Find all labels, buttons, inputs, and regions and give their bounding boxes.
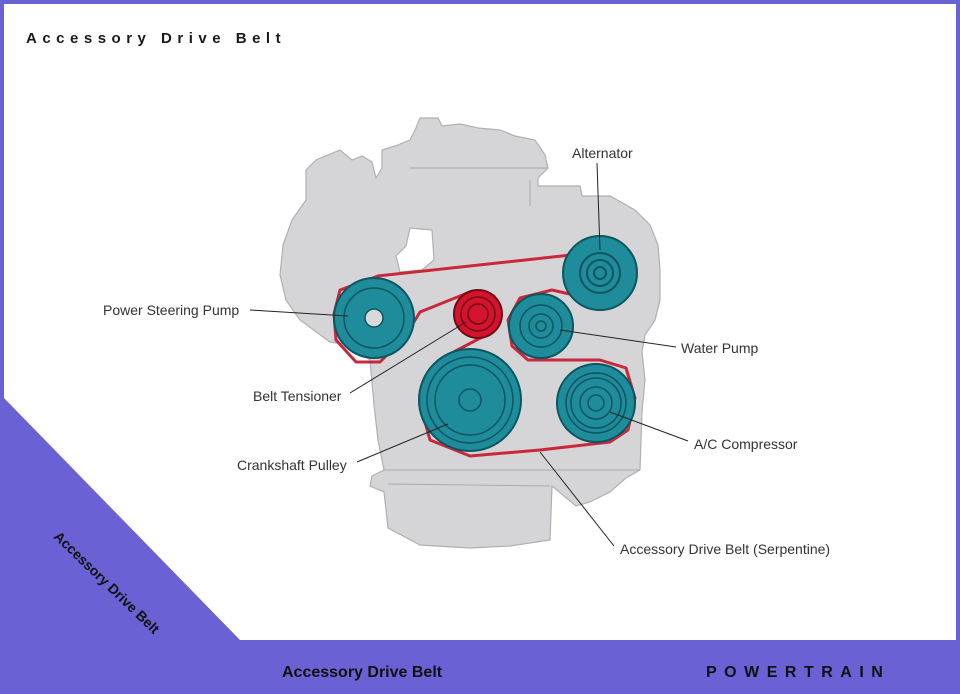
footer-title: Accessory Drive Belt — [282, 664, 443, 681]
label-water-pump: Water Pump — [681, 340, 759, 356]
belt-tensioner-pulley — [453, 289, 503, 339]
label-ac-compressor: A/C Compressor — [694, 436, 798, 452]
ac-compressor-pulley — [556, 363, 636, 443]
crankshaft-pulley — [418, 348, 522, 452]
footer-brand: POWERTRAIN — [706, 664, 891, 681]
label-serpentine-belt: Accessory Drive Belt (Serpentine) — [620, 541, 831, 557]
page-title: Accessory Drive Belt — [26, 30, 287, 47]
water-pump-pulley — [508, 293, 574, 359]
label-alternator: Alternator — [572, 145, 633, 161]
leader-lines — [249, 162, 689, 547]
leader-power-steering — [249, 309, 349, 317]
power-steering-pump-pulley — [333, 277, 415, 359]
label-belt-tensioner: Belt Tensioner — [253, 388, 342, 404]
label-power-steering-pump: Power Steering Pump — [103, 302, 240, 318]
label-crankshaft-pulley: Crankshaft Pulley — [237, 457, 347, 473]
leader-crankshaft — [356, 423, 449, 463]
leader-belt-tensioner — [349, 321, 467, 394]
engine-detail-lines — [384, 167, 640, 487]
leader-ac-compressor — [609, 411, 689, 442]
leader-water-pump — [559, 329, 677, 348]
alternator-pulley — [562, 235, 638, 311]
leader-serpentine — [539, 451, 615, 547]
leader-alternator — [596, 162, 601, 251]
